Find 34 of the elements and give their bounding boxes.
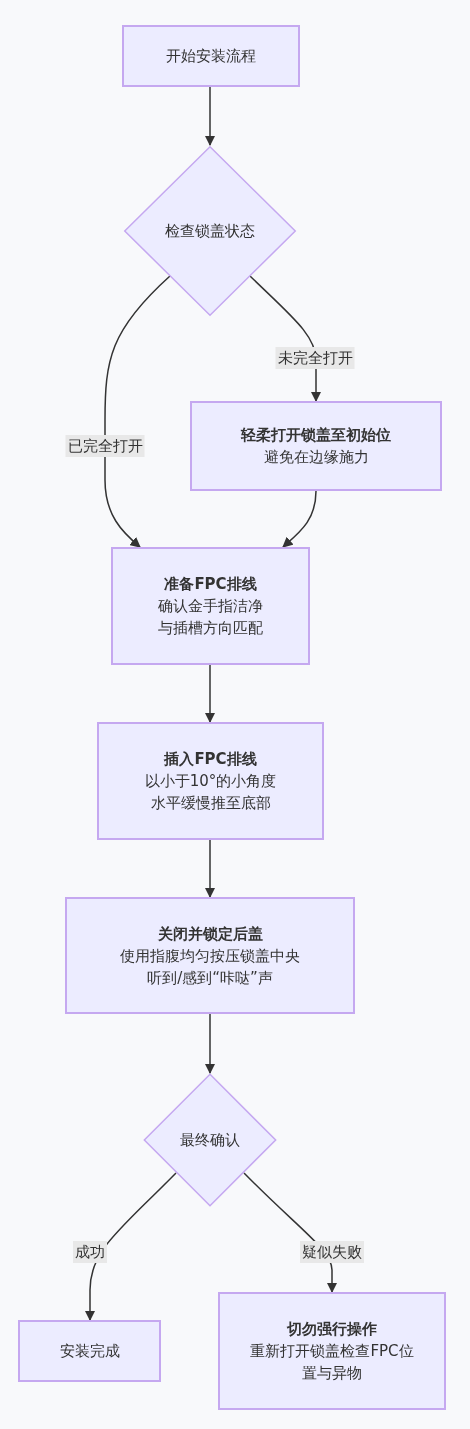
process-box [122, 25, 300, 87]
arrow [84, 1172, 177, 1322]
box-text: 安装完成 [59, 1341, 120, 1362]
process-box [18, 1320, 161, 1382]
process-box [190, 401, 442, 491]
box-text: 开始安装流程 [166, 46, 256, 67]
box-title: 切勿强行操作 [287, 1319, 377, 1340]
box-text: 使用指腹均匀按压锁盖中央听到/感到“咔哒”声 [119, 945, 301, 989]
box-title: 插入FPC排线 [164, 749, 257, 770]
edge-label: 已完全打开 [65, 435, 145, 457]
arrow [204, 1013, 216, 1075]
edge-label: 未完全打开 [275, 347, 355, 369]
decision-label: 最终确认 [180, 1130, 240, 1151]
process-box [65, 897, 355, 1014]
box-title: 轻柔打开锁盖至初始位 [241, 425, 391, 446]
box-text: 确认金手指洁净与插槽方向匹配 [157, 596, 264, 639]
box-title: 准备FPC排线 [164, 574, 257, 595]
box-text: 以小于10°的小角度水平缓慢推至底部 [143, 771, 278, 814]
box-title: 关闭并锁定后盖 [157, 923, 263, 945]
arrow [204, 839, 216, 899]
process-box [218, 1292, 446, 1410]
process-box [111, 547, 310, 665]
edge-label: 疑似失败 [300, 1241, 364, 1263]
decision-diamond [143, 1073, 277, 1207]
arrow [104, 275, 171, 548]
box-text: 重新打开锁盖检查FPC位置与异物 [249, 1341, 415, 1384]
arrow [204, 664, 216, 724]
box-text: 避免在边缘施力 [263, 447, 369, 468]
process-box [97, 722, 324, 840]
edge-label: 成功 [73, 1241, 107, 1263]
arrow [282, 490, 317, 548]
decision-diamond [123, 145, 297, 317]
decision-label: 检查锁盖状态 [165, 221, 255, 242]
arrow [204, 86, 216, 147]
